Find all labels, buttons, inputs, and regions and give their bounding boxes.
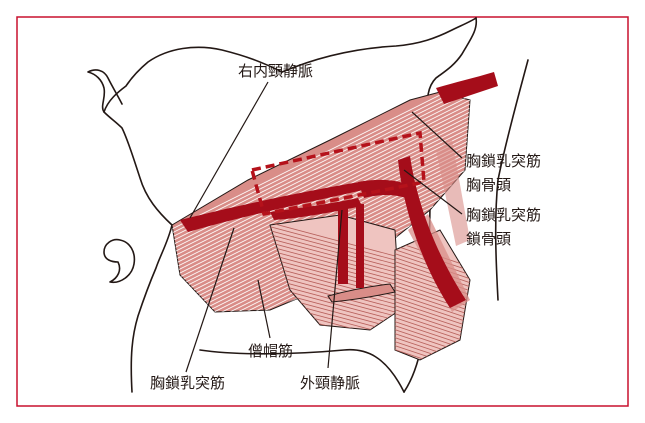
- muscle-fiber: [395, 355, 470, 360]
- muscle-fiber: [172, 92, 470, 241]
- muscle-fiber: [172, 92, 470, 257]
- muscle-fiber: [172, 92, 470, 261]
- label-scm-clavicular-head-1: 胸鎖乳突筋: [466, 206, 541, 224]
- deep-muscle-strip-2: [436, 140, 470, 246]
- face-outline: [87, 69, 173, 226]
- labels: 右内頸静脈 胸鎖乳突筋 胸骨頭 胸鎖乳突筋 鎖骨頭 僧帽筋 胸鎖乳突筋 外頸静脈: [150, 62, 541, 392]
- leader-right-internal-jugular: [189, 81, 269, 219]
- leader-clavicular-head: [403, 169, 463, 215]
- label-scm-clavicular-head-2: 鎖骨頭: [466, 230, 511, 248]
- back-line: [494, 59, 529, 301]
- muscle-fiber: [270, 231, 400, 273]
- clavicle: [327, 283, 396, 303]
- muscle-fiber: [395, 279, 470, 311]
- chest-line: [199, 348, 405, 393]
- muscle-fiber: [395, 335, 470, 360]
- label-scm-sternal-head-2: 胸骨頭: [466, 176, 511, 194]
- vein-junction: [358, 179, 410, 198]
- head-back-outline: [281, 17, 477, 73]
- leader-lines: [185, 81, 463, 373]
- muscle-fiber: [395, 351, 470, 360]
- muscle-fiber: [270, 247, 400, 289]
- leader-trapezius: [257, 279, 271, 339]
- internal-jugular-vein: [180, 182, 372, 232]
- muscle-fiber: [390, 368, 480, 398]
- muscle-fiber: [270, 243, 400, 285]
- muscle-fiber: [270, 227, 400, 269]
- muscle-fiber: [270, 239, 400, 281]
- label-sternocleidomastoid: 胸鎖乳突筋: [150, 374, 225, 392]
- muscle-fiber: [172, 93, 470, 265]
- leader-sternal-head: [411, 111, 463, 159]
- muscle-fiber: [172, 101, 470, 273]
- figure-frame: [16, 16, 629, 407]
- leader-sternocleidomastoid: [185, 227, 235, 373]
- muscle-fiber: [395, 347, 470, 360]
- label-right-internal-jugular-vein: 右内頸静脈: [238, 62, 313, 80]
- muscle-fiber: [395, 359, 470, 360]
- subclavian-vein: [398, 156, 466, 308]
- muscle-fiber: [172, 97, 470, 269]
- muscle-fiber: [270, 219, 400, 261]
- dashed-highlight-box: [249, 130, 426, 217]
- external-jugular-vein-shape: [270, 198, 362, 220]
- label-external-jugular-vein: 外頸静脈: [300, 374, 360, 392]
- label-trapezius: 僧帽筋: [248, 342, 293, 360]
- muscle-fiber: [395, 283, 470, 315]
- muscle-fiber: [270, 235, 400, 277]
- ear-outline: [103, 46, 283, 113]
- internal-jugular-vein-upper: [436, 72, 498, 104]
- label-scm-sternal-head-1: 胸鎖乳突筋: [466, 152, 541, 170]
- external-jugular-vein-branch-2: [356, 204, 364, 288]
- external-jugular-vein-branch-1: [338, 208, 348, 284]
- chin-detail: [103, 238, 136, 284]
- jaw-line: [130, 224, 173, 393]
- muscle-fiber: [172, 129, 470, 301]
- leader-external-jugular: [327, 209, 343, 369]
- muscle-fiber: [270, 223, 400, 265]
- veins: [180, 72, 498, 308]
- muscle-fiber: [390, 372, 480, 402]
